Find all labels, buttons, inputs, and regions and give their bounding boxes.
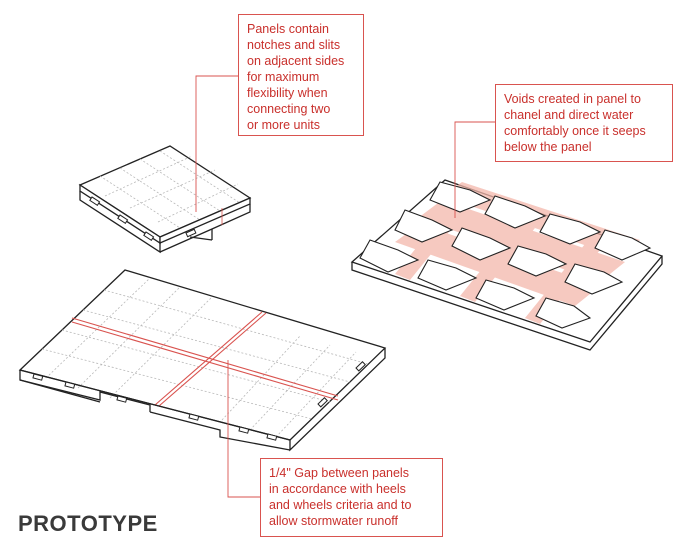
callout-notches: Panels contain notches and slits on adja… <box>238 14 364 136</box>
single-panel <box>78 145 252 254</box>
four-panel-assembly <box>18 269 387 452</box>
void-panel <box>350 179 664 351</box>
callout-voids: Voids created in panel to chanel and dir… <box>495 84 673 162</box>
callout-gap: 1/4" Gap between panels in accordance wi… <box>260 458 443 537</box>
page-title: PROTOTYPE <box>18 511 158 536</box>
leader-lines <box>195 75 495 498</box>
